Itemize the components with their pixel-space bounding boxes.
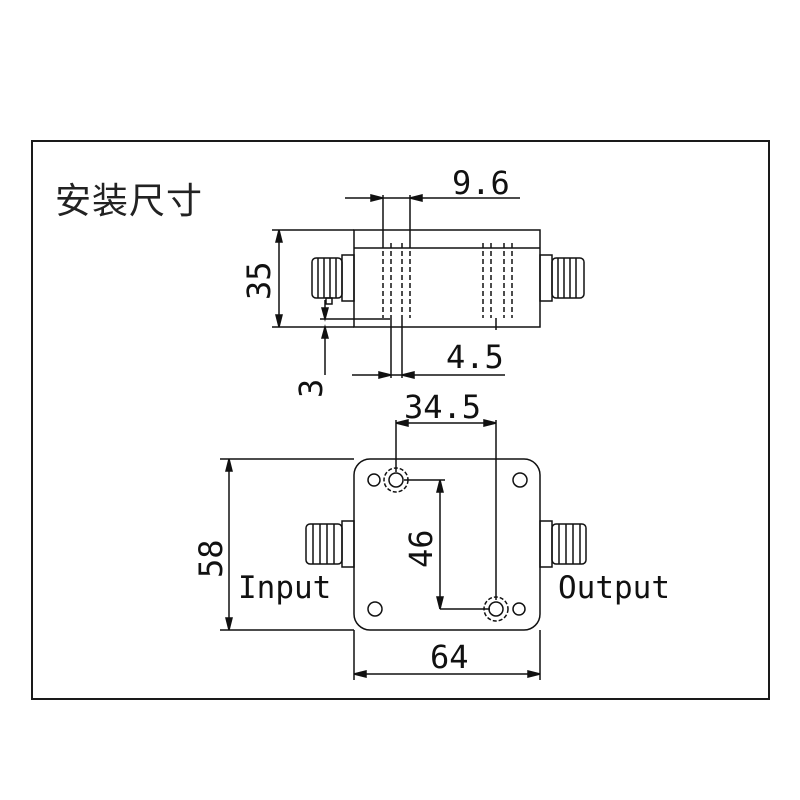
- label-input: Input: [238, 570, 331, 606]
- right-gland-side: [539, 254, 585, 302]
- mounting-hole: [512, 472, 528, 488]
- right-gland-top: [539, 520, 587, 568]
- mounting-hole: [367, 601, 383, 617]
- mounting-hole: [512, 602, 526, 616]
- left-gland-side: [311, 254, 355, 305]
- drawing-frame: [31, 140, 770, 700]
- mounting-hole: [367, 473, 381, 487]
- left-gland-top: [305, 520, 355, 568]
- label-34-5: 34.5: [404, 388, 481, 426]
- label-4-5: 4.5: [446, 338, 504, 376]
- base-plate: [353, 458, 541, 631]
- label-46: 46: [402, 529, 440, 568]
- top-view: [220, 419, 587, 680]
- side-view: [272, 194, 585, 379]
- drawing-title: 安装尺寸: [55, 181, 204, 222]
- hidden-pillars: [382, 243, 513, 318]
- mounting-hole: [488, 601, 504, 617]
- label-35: 35: [240, 261, 278, 300]
- label-3: 3: [292, 379, 330, 398]
- label-58: 58: [192, 539, 230, 578]
- label-9-6: 9.6: [452, 164, 510, 202]
- label-64: 64: [430, 638, 469, 676]
- mounting-hole: [388, 472, 404, 488]
- label-output: Output: [558, 570, 670, 606]
